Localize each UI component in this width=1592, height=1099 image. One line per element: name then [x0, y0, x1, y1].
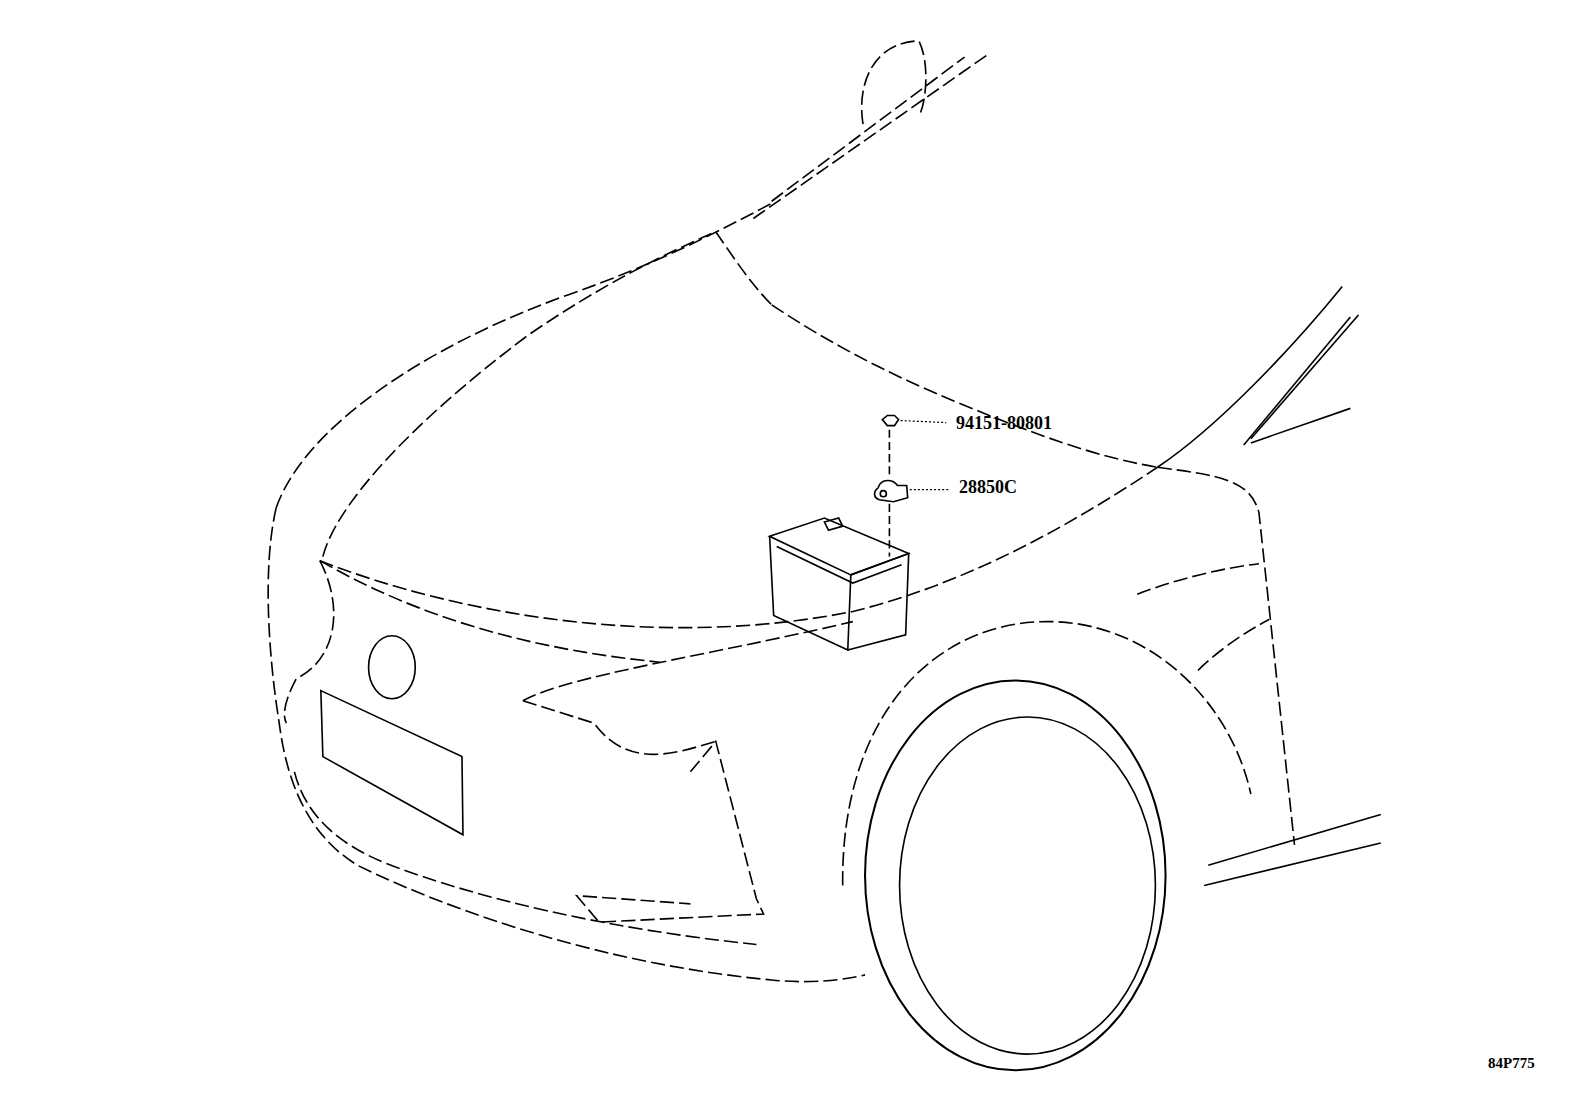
hood-edge [276, 203, 771, 508]
assembly-line [889, 430, 891, 478]
fog-lamp [577, 741, 764, 922]
fender-line [1137, 564, 1259, 594]
nut [882, 415, 898, 425]
leader-line [910, 489, 951, 490]
emblem [369, 636, 416, 699]
battery-clamp [875, 480, 908, 501]
grille [284, 561, 333, 723]
fender [1157, 467, 1294, 845]
cowl-line [1251, 408, 1351, 443]
sill [1204, 843, 1381, 886]
headlight [523, 701, 716, 755]
pillar-base [716, 232, 772, 305]
part-number: 28850C [959, 478, 1017, 498]
bumper [268, 508, 865, 982]
body-outline [268, 41, 1294, 982]
fender-line [1198, 620, 1269, 671]
hood-rear [772, 305, 1158, 467]
assembly-line [889, 504, 891, 557]
battery-terminal [824, 518, 842, 530]
wiper [1244, 317, 1351, 445]
battery [770, 518, 909, 650]
battery-top [770, 518, 909, 575]
tire [865, 680, 1166, 1070]
sill [1208, 814, 1381, 865]
battery-lip [777, 546, 902, 583]
mirror [862, 41, 926, 124]
headlight [523, 622, 853, 701]
battery-side [770, 536, 851, 650]
wheel [900, 717, 1156, 1054]
a-pillar [772, 57, 965, 201]
diagram-code: 84P775 [1488, 1055, 1535, 1072]
a-pillar [753, 53, 990, 218]
leader-line [901, 421, 947, 423]
cowl [1157, 287, 1342, 468]
hood-crease [323, 232, 716, 557]
hood-front [320, 467, 1158, 627]
grille-top [320, 561, 660, 663]
wiper [1251, 315, 1359, 439]
clamp-hole [880, 491, 886, 497]
part-number: 94151-80801 [956, 414, 1052, 434]
license-plate [321, 691, 463, 835]
battery-side [848, 554, 909, 650]
